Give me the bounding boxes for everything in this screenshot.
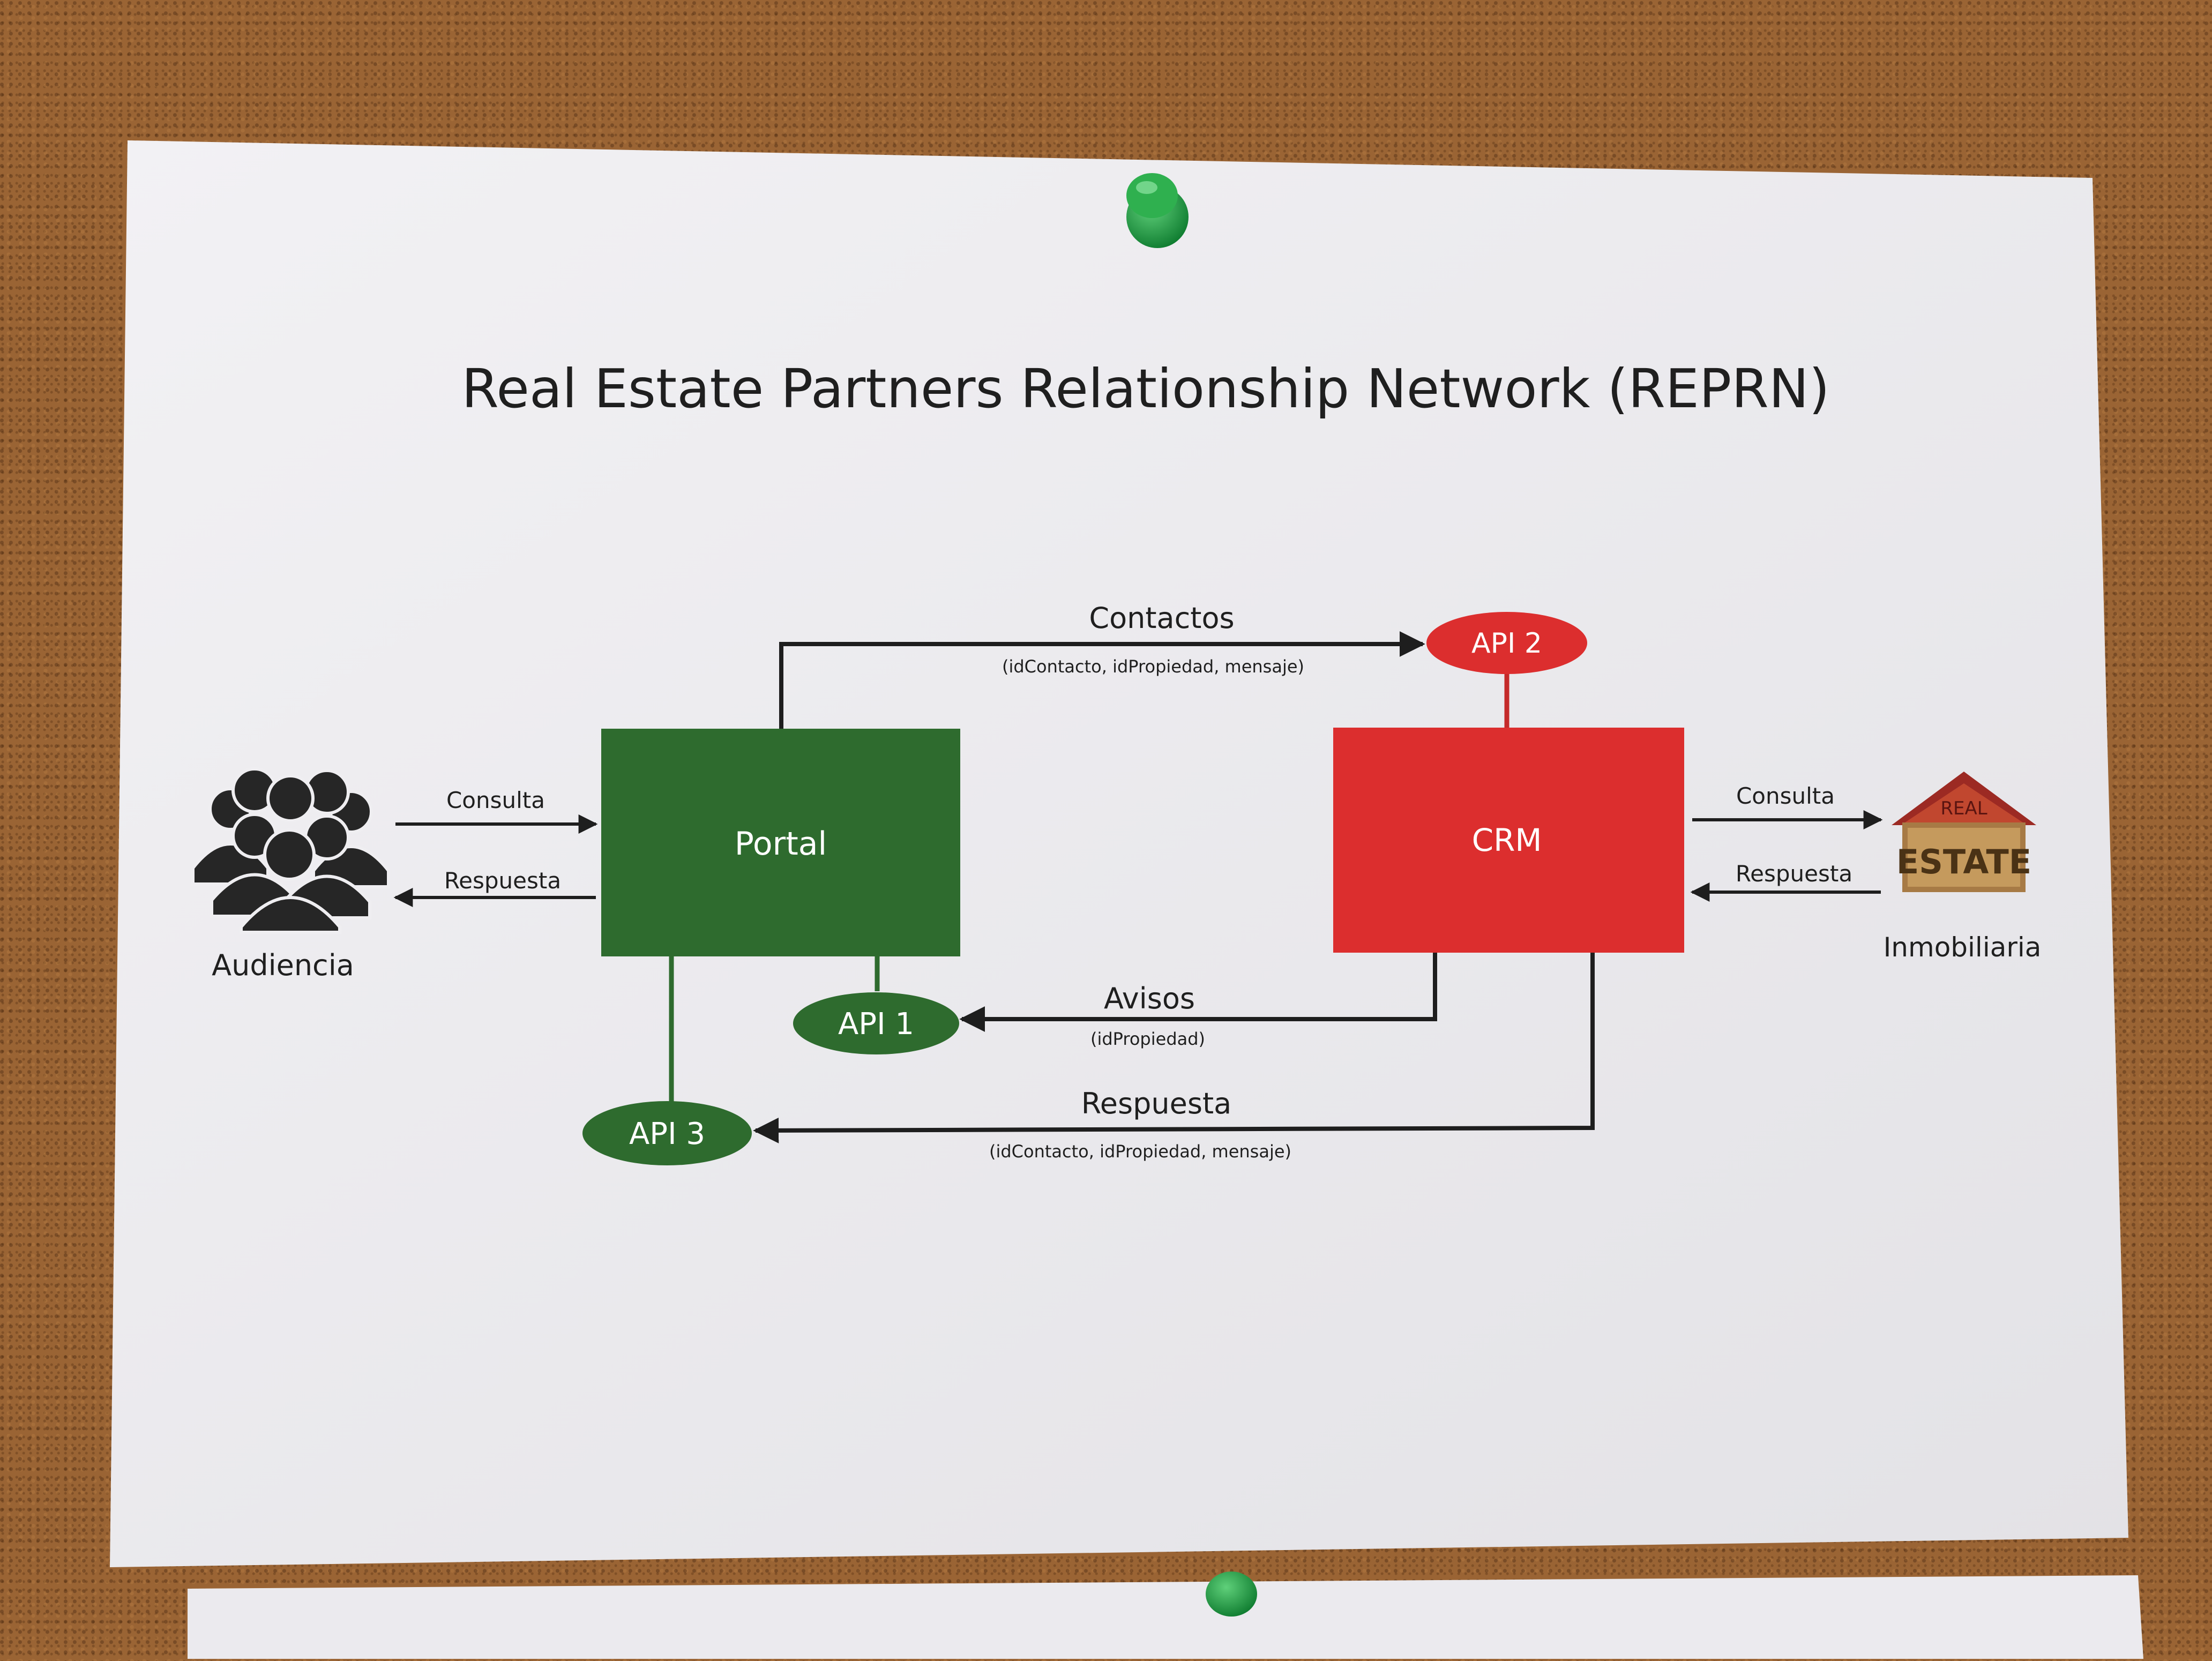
respuesta-params: (idContacto, idPropiedad, mensaje) xyxy=(989,1141,1291,1162)
left-consulta-label: Consulta xyxy=(446,787,545,813)
respuesta-label: Respuesta xyxy=(1081,1087,1232,1120)
push-pin-top xyxy=(1126,173,1189,248)
api3-label: API 3 xyxy=(629,1117,705,1151)
avisos-params: (idPropiedad) xyxy=(1090,1029,1205,1049)
portal-box xyxy=(601,729,960,956)
paper-sheet xyxy=(110,140,2128,1567)
crm-label: CRM xyxy=(1472,822,1542,858)
crm-box xyxy=(1333,728,1684,953)
edge-contactos xyxy=(779,631,1425,729)
avisos-label: Avisos xyxy=(1104,982,1195,1015)
api2-label: API 2 xyxy=(1471,627,1542,660)
api2-node xyxy=(1426,612,1587,674)
right-consulta-label: Consulta xyxy=(1736,783,1835,809)
api1-node xyxy=(793,992,959,1054)
audiencia-label: Audiencia xyxy=(212,948,354,982)
people-group-icon xyxy=(191,767,390,934)
api3-node xyxy=(582,1101,752,1165)
edge-respuesta xyxy=(753,953,1595,1143)
left-respuesta-label: Respuesta xyxy=(444,867,561,894)
right-respuesta-label: Respuesta xyxy=(1736,861,1852,887)
house-sign-bottom: ESTATE xyxy=(1896,842,2031,881)
lower-paper-sheet xyxy=(188,1575,2143,1659)
house-sign-top: REAL xyxy=(1940,798,1987,819)
portal-label: Portal xyxy=(735,825,827,863)
contactos-params: (idContacto, idPropiedad, mensaje) xyxy=(1002,656,1304,677)
house-icon: REAL ESTATE xyxy=(1892,772,2036,892)
contactos-label: Contactos xyxy=(1089,601,1234,635)
edge-avisos xyxy=(959,953,1437,1032)
push-pin-bottom xyxy=(1206,1572,1257,1617)
diagram-title: Real Estate Partners Relationship Networ… xyxy=(461,357,1829,420)
inmobiliaria-label: Inmobiliaria xyxy=(1884,932,2042,963)
api1-label: API 1 xyxy=(838,1007,914,1042)
